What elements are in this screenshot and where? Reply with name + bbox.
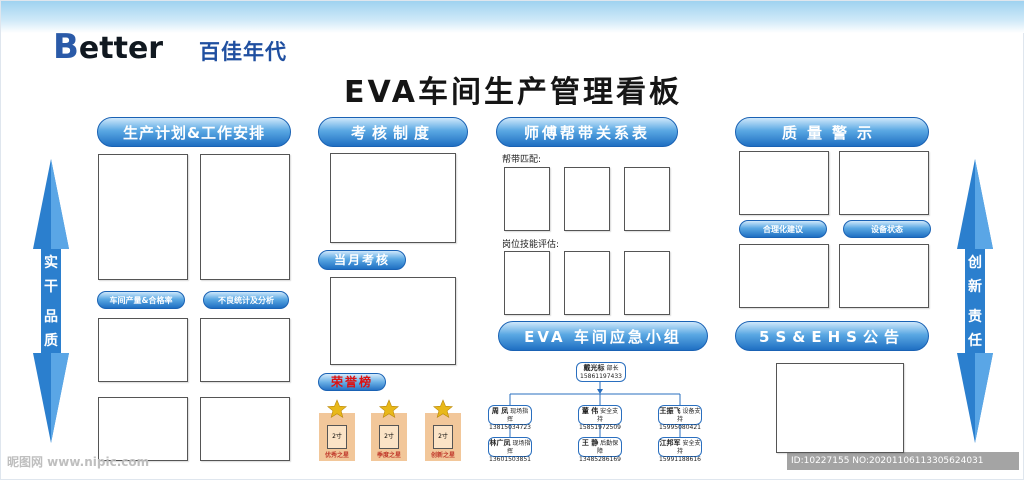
org-phone: 15995080421 bbox=[659, 424, 701, 431]
left-arrow-char: 质 bbox=[44, 333, 58, 349]
star-icon bbox=[327, 399, 347, 419]
logo-rest: etter bbox=[78, 31, 164, 66]
equipment-panel bbox=[839, 244, 929, 308]
org-phone: 13485286169 bbox=[579, 456, 621, 463]
plan-panel bbox=[200, 154, 290, 280]
assess-panel bbox=[330, 153, 456, 243]
org-node: 王振飞 设备支持 15995080421 bbox=[658, 405, 702, 431]
top-decorative-band bbox=[1, 1, 1024, 33]
org-connectors bbox=[509, 381, 681, 437]
defect-panel bbox=[200, 397, 290, 461]
org-role: 部长 bbox=[606, 365, 619, 372]
honor-caption: 优秀之星 bbox=[324, 452, 349, 459]
skill-panel bbox=[564, 251, 610, 315]
org-name: 王 静 bbox=[581, 439, 599, 447]
logo-initial: B bbox=[53, 27, 79, 67]
pairing-panel bbox=[624, 167, 670, 231]
watermark: 昵图网 www.nipic.com bbox=[7, 455, 150, 469]
star-icon bbox=[379, 399, 399, 419]
arrow-shape bbox=[957, 159, 993, 443]
logo-english: Better bbox=[53, 30, 164, 66]
org-role: 设备支持 bbox=[676, 408, 701, 423]
org-phone: 13815034723 bbox=[489, 424, 531, 431]
org-phone: 13601503851 bbox=[489, 456, 531, 463]
right-arrow-char: 创 bbox=[968, 255, 982, 271]
header-defect: 不良统计及分析 bbox=[203, 291, 289, 309]
output-panel bbox=[98, 397, 188, 461]
org-name: 戴光标 bbox=[583, 364, 605, 372]
photo-placeholder: 2寸 bbox=[379, 425, 399, 449]
org-node: 江邦军 安全支持 15991188616 bbox=[658, 437, 702, 463]
honor-card: 2寸 创新之星 bbox=[425, 413, 461, 461]
header-plan: 生产计划&工作安排 bbox=[97, 117, 291, 147]
left-arrow-text: 实 干 品 质 bbox=[33, 251, 69, 353]
org-name: 林广凤 bbox=[489, 439, 511, 447]
label-skill: 岗位技能评估: bbox=[502, 240, 560, 250]
defect-panel bbox=[200, 318, 290, 382]
left-arrow-char: 实 bbox=[44, 255, 58, 271]
honor-card: 2寸 季度之星 bbox=[371, 413, 407, 461]
star-icon bbox=[433, 399, 453, 419]
org-role: 安全支持 bbox=[596, 408, 619, 423]
fives-panel bbox=[776, 363, 904, 453]
org-role: 现场指挥 bbox=[506, 408, 529, 423]
header-assess: 考核制度 bbox=[318, 117, 468, 147]
header-mentor: 师傅帮带关系表 bbox=[496, 117, 678, 147]
header-output: 车间产量&合格率 bbox=[97, 291, 185, 309]
org-name: 江邦军 bbox=[659, 439, 681, 447]
skill-panel bbox=[624, 251, 670, 315]
org-role: 后勤保障 bbox=[596, 440, 619, 455]
photo-placeholder: 2寸 bbox=[433, 425, 453, 449]
header-equipment: 设备状态 bbox=[843, 220, 931, 238]
org-name: 周 凤 bbox=[491, 407, 509, 415]
header-5s-ehs: 5S&EHS公告 bbox=[735, 321, 929, 351]
org-role: 安全支持 bbox=[676, 440, 701, 455]
header-rational: 合理化建议 bbox=[739, 220, 827, 238]
honor-caption: 季度之星 bbox=[376, 452, 401, 459]
plan-panel bbox=[98, 154, 188, 280]
right-arrow-text: 创 新 责 任 bbox=[957, 251, 993, 353]
id-bar: ID:10227155 NO:20201106113305624031 bbox=[787, 452, 1019, 470]
header-monthly: 当月考核 bbox=[318, 250, 406, 270]
quality-panel bbox=[739, 151, 829, 215]
honor-caption: 创新之星 bbox=[430, 452, 455, 459]
org-phone: 15991188616 bbox=[659, 456, 701, 463]
org-node: 周 凤 现场指挥 13815034723 bbox=[488, 405, 532, 431]
right-arrow-char: 任 bbox=[968, 333, 982, 349]
logo-chinese: 百佳年代 bbox=[199, 40, 287, 64]
org-name: 王振飞 bbox=[659, 407, 681, 415]
org-phone: 15861197433 bbox=[580, 373, 622, 380]
org-node: 林广凤 现场指挥 13601503851 bbox=[488, 437, 532, 463]
skill-panel bbox=[504, 251, 550, 315]
pairing-panel bbox=[504, 167, 550, 231]
org-node-leader: 戴光标 部长 15861197433 bbox=[576, 362, 626, 382]
left-arrow-banner: 实 干 品 质 bbox=[33, 159, 69, 443]
quality-panel bbox=[839, 151, 929, 215]
rational-panel bbox=[739, 244, 829, 308]
org-role: 现场指挥 bbox=[506, 440, 531, 455]
org-phone: 15851972509 bbox=[579, 424, 621, 431]
photo-placeholder: 2寸 bbox=[327, 425, 347, 449]
org-name: 董 伟 bbox=[581, 407, 599, 415]
right-arrow-banner: 创 新 责 任 bbox=[957, 159, 993, 443]
page-title: EVA车间生产管理看板 bbox=[344, 75, 682, 110]
left-arrow-char: 干 bbox=[44, 279, 58, 295]
right-arrow-char: 新 bbox=[968, 279, 982, 295]
output-panel bbox=[98, 318, 188, 382]
header-quality: 质量警示 bbox=[735, 117, 929, 147]
left-arrow-char: 品 bbox=[44, 309, 58, 325]
arrow-shape bbox=[33, 159, 69, 443]
org-node: 董 伟 安全支持 15851972509 bbox=[578, 405, 622, 431]
monthly-panel bbox=[330, 277, 456, 365]
header-emergency: EVA 车间应急小组 bbox=[498, 321, 708, 351]
org-node: 王 静 后勤保障 13485286169 bbox=[578, 437, 622, 463]
right-arrow-char: 责 bbox=[968, 309, 982, 325]
header-honor: 荣誉榜 bbox=[318, 373, 386, 391]
pairing-panel bbox=[564, 167, 610, 231]
label-pairing: 帮带匹配: bbox=[502, 155, 542, 165]
honor-card: 2寸 优秀之星 bbox=[319, 413, 355, 461]
